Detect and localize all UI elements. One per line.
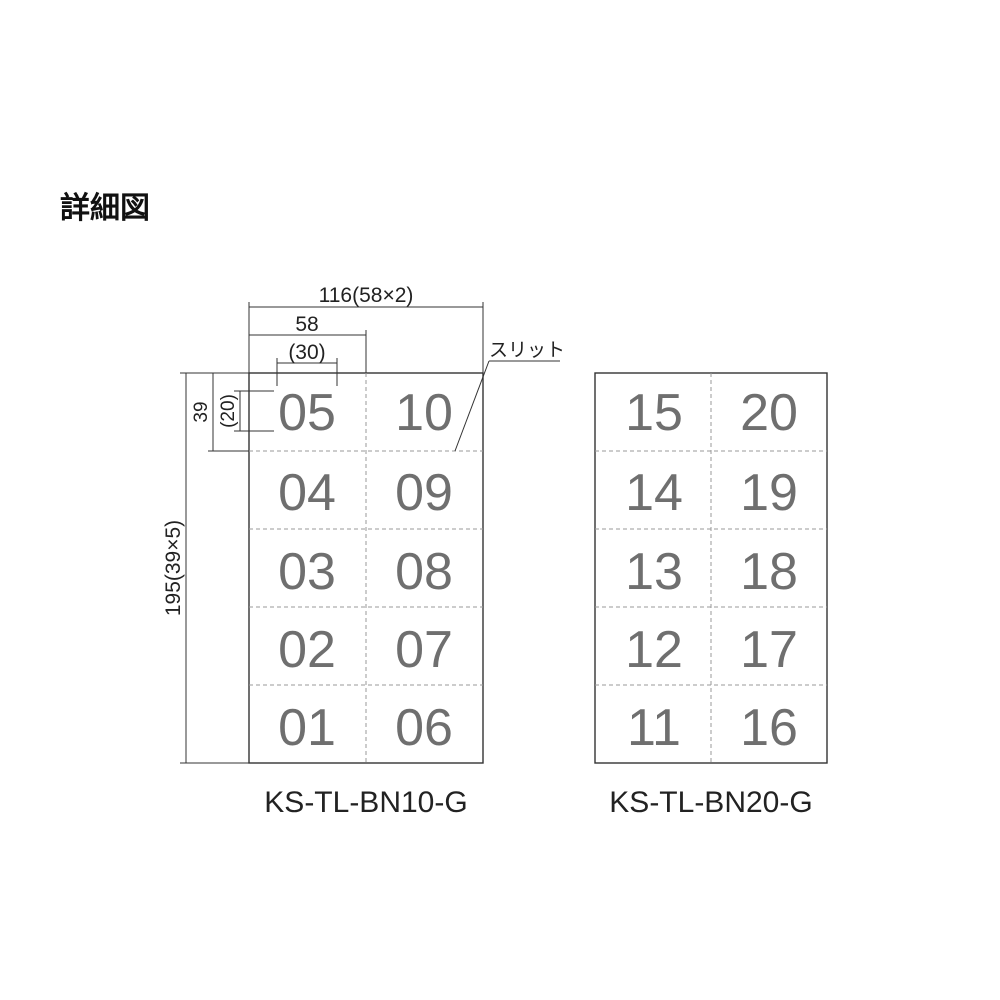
page-title: 詳細図 [60, 191, 150, 226]
slit-label: スリット [489, 339, 565, 361]
panel-bn10: 05 04 03 02 01 10 09 08 07 06 KS-TL-BN10… [248, 372, 484, 819]
room-number: 06 [395, 699, 453, 757]
room-number: 11 [627, 699, 681, 757]
room-number: 07 [395, 621, 453, 679]
room-number: 19 [740, 464, 798, 522]
room-number: 15 [625, 384, 683, 442]
room-number: 05 [278, 384, 336, 442]
panel-bn20: 15 14 13 12 11 20 19 18 17 16 KS-TL-BN20… [594, 372, 828, 819]
room-number: 20 [740, 384, 798, 442]
slit-callout: スリット [454, 339, 565, 452]
dimension-label: 116(58×2) [319, 284, 414, 307]
room-number: 18 [740, 543, 798, 601]
room-number: 17 [740, 621, 798, 679]
dimension-number-height: (20) [218, 390, 274, 432]
dimension-label: 58 [295, 313, 318, 336]
dimension-label: (30) [288, 341, 325, 364]
dimension-label: 195(39×5) [162, 520, 185, 616]
room-number: 03 [278, 543, 336, 601]
room-number: 13 [625, 543, 683, 601]
room-number: 08 [395, 543, 453, 601]
room-number: 12 [625, 621, 683, 679]
room-number: 14 [625, 464, 683, 522]
model-name: KS-TL-BN10-G [264, 786, 467, 819]
dimension-label: 39 [191, 401, 212, 422]
room-number: 02 [278, 621, 336, 679]
dimension-half-width: 58 [249, 313, 367, 373]
room-number: 04 [278, 464, 336, 522]
room-number: 01 [278, 699, 336, 757]
dimension-row-height: 39 [191, 372, 249, 452]
room-number: 16 [740, 699, 798, 757]
dimension-number-width: (30) [276, 341, 338, 386]
model-name: KS-TL-BN20-G [609, 786, 812, 819]
dimension-total-width: 116(58×2) [248, 284, 484, 373]
room-number: 09 [395, 464, 453, 522]
room-number: 10 [395, 384, 453, 442]
dimension-label: (20) [218, 394, 239, 428]
leader-line [454, 360, 490, 452]
